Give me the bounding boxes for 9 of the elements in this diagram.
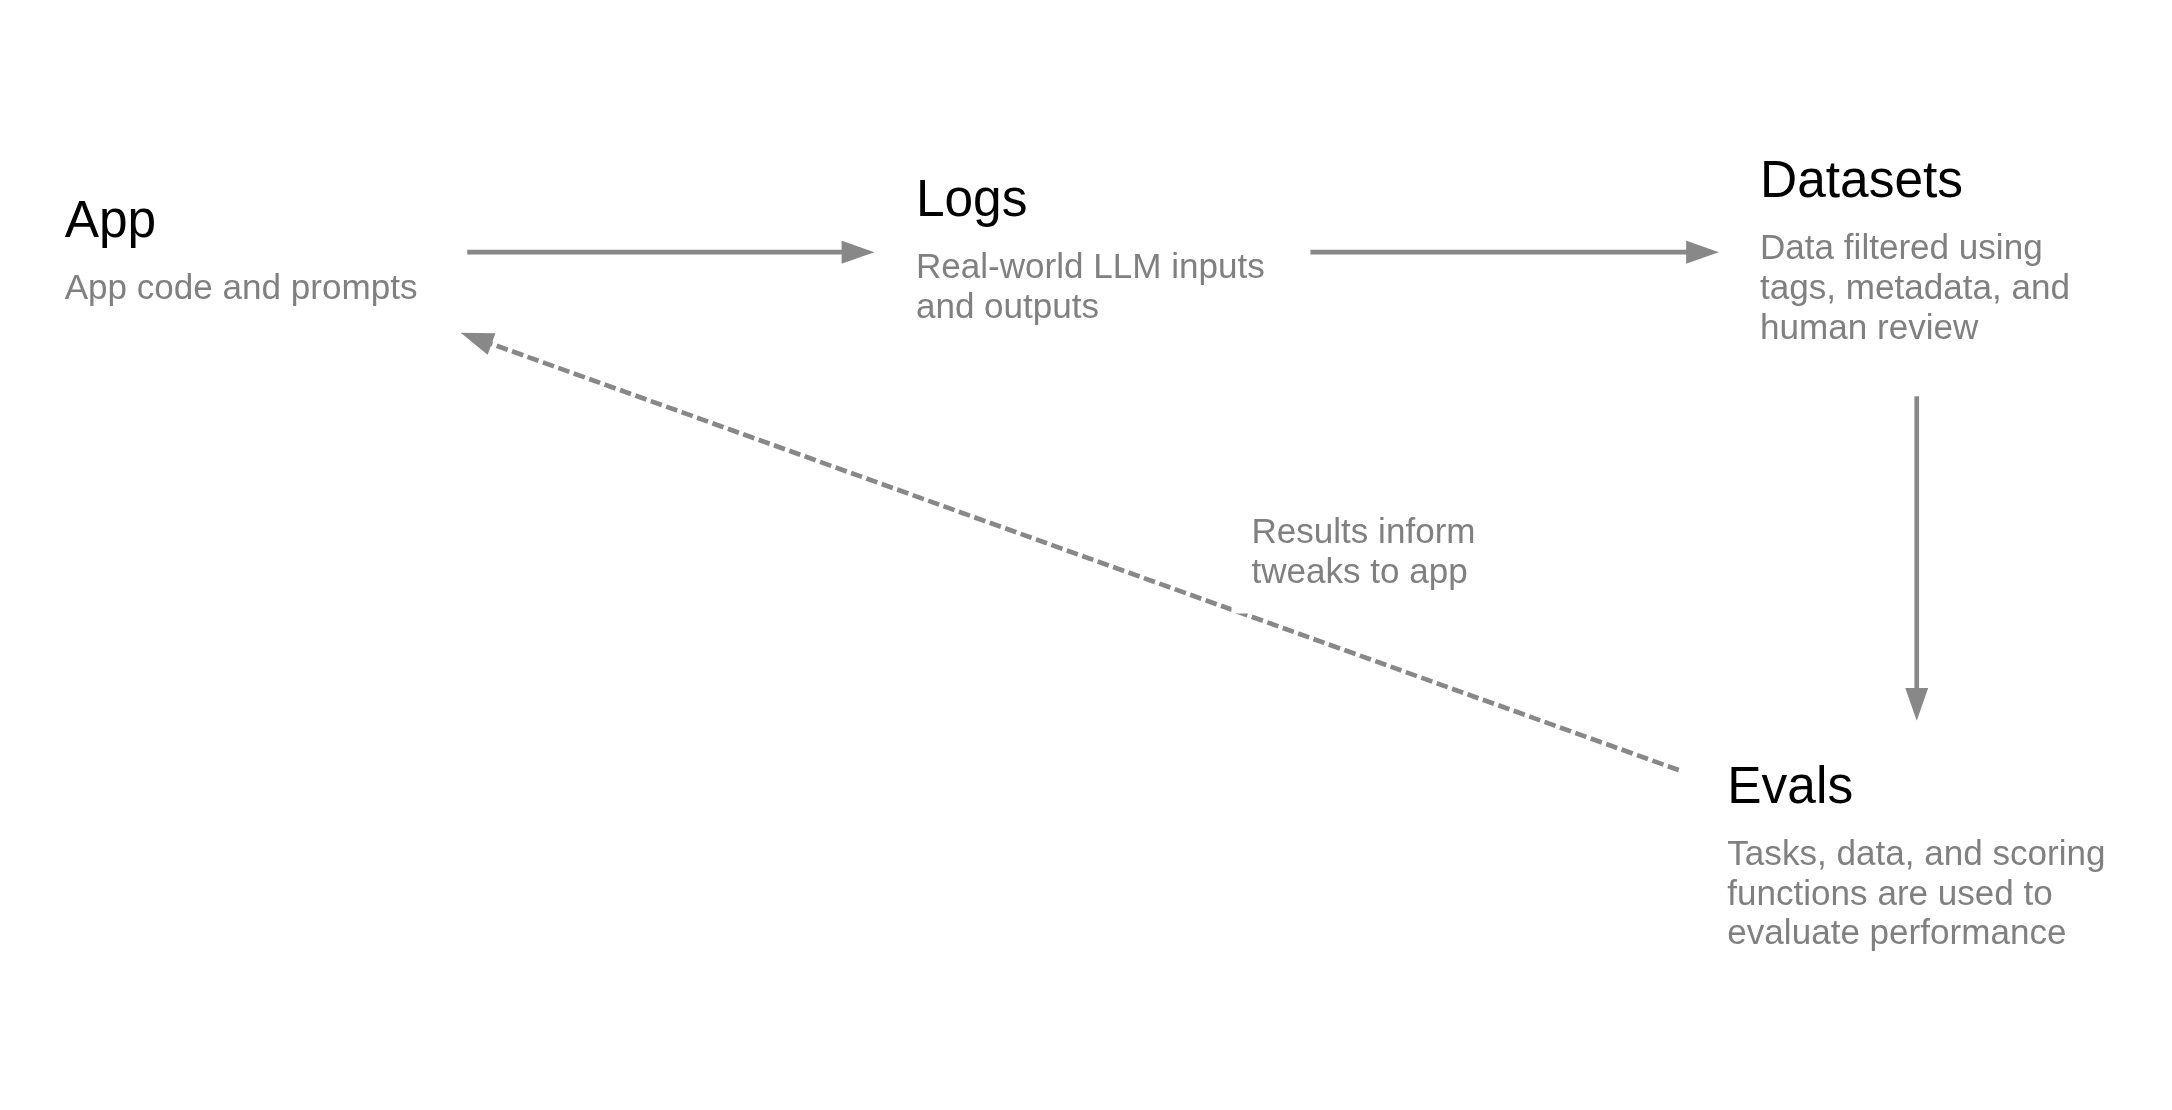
arrow [467, 240, 875, 264]
node-text: Evals Tasks, data, and scoring functions are used to evaluate performance [1727, 756, 2106, 952]
arrow [1310, 240, 1719, 264]
edge-label: Results inform tweaks to app [1251, 511, 1476, 591]
node-text: App App code and prompts [64, 190, 418, 306]
node-text: Datasets Data filtered using tags, metadata, and human review [1760, 150, 2070, 346]
arrow [1905, 396, 1929, 721]
arrow [460, 332, 1680, 773]
node-text: Logs Real-world LLM inputs and outputs [915, 169, 1265, 325]
